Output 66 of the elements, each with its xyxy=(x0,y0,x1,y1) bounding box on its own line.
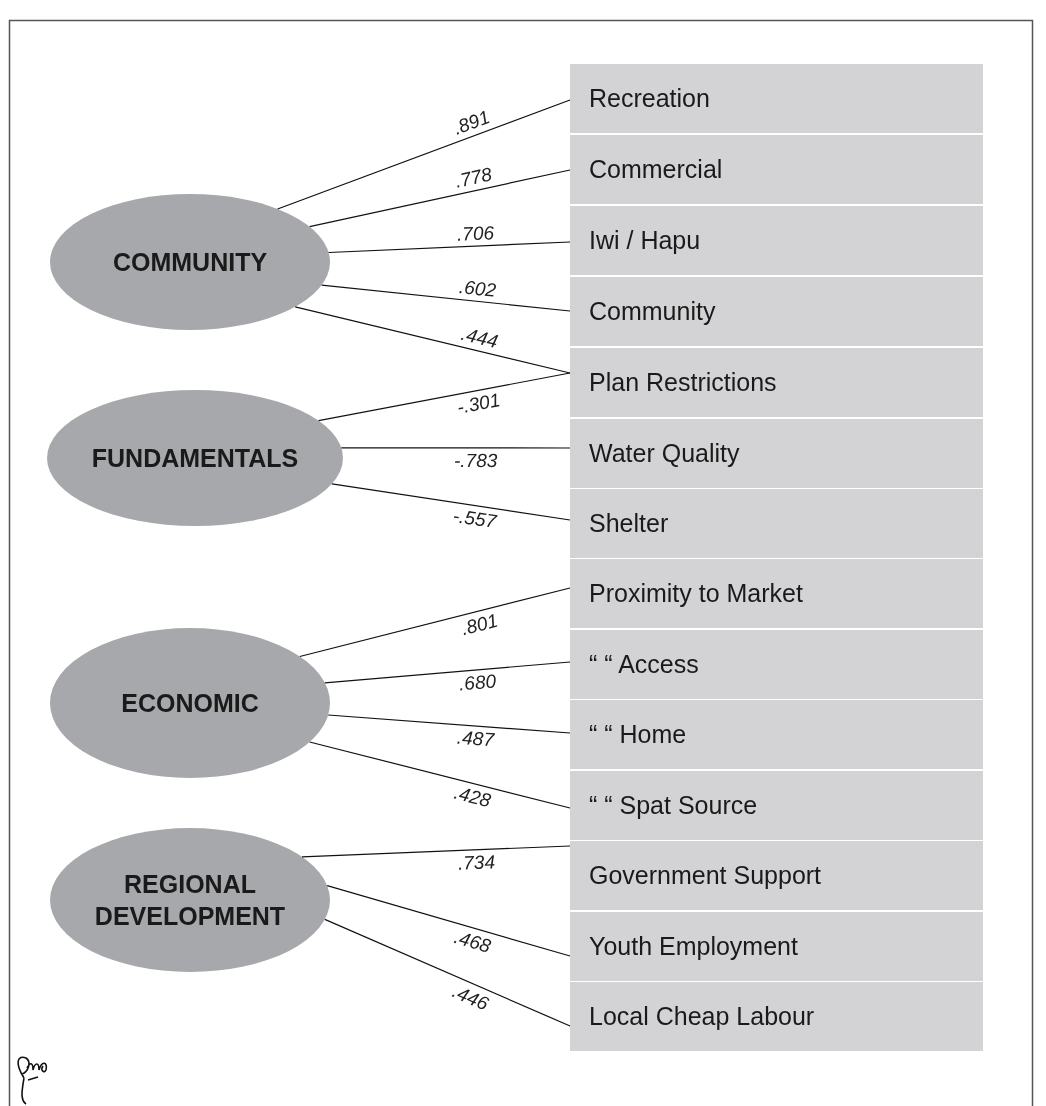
edge-label: .706 xyxy=(455,222,496,244)
edge-label: .680 xyxy=(456,671,498,695)
variable-row xyxy=(570,841,983,910)
loading-line xyxy=(294,306,571,374)
loading-line xyxy=(327,714,571,734)
variable-name: “ “ Spat Source xyxy=(589,791,758,820)
edge-label: .891 xyxy=(449,106,494,139)
factor-name: REGIONAL DEVELOPMENT xyxy=(93,868,287,932)
variable-name: Iwi / Hapu xyxy=(589,226,701,255)
variable-row xyxy=(570,982,983,1051)
loading-line xyxy=(324,661,571,684)
loading-line xyxy=(299,587,571,658)
factor-ellipse xyxy=(50,194,330,330)
edge-label: .468 xyxy=(450,926,495,957)
edge-label: -.557 xyxy=(450,505,499,532)
variable-name: Plan Restrictions xyxy=(589,368,777,397)
variable-row xyxy=(570,700,983,769)
edge-label: -.783 xyxy=(453,451,499,471)
factor-ellipse xyxy=(50,828,330,972)
variable-row xyxy=(570,64,983,133)
variable-row xyxy=(570,489,983,558)
loading-line xyxy=(277,99,571,210)
variable-name: Shelter xyxy=(589,509,669,538)
variable-name: Local Cheap Labour xyxy=(589,1002,815,1031)
loading-line xyxy=(326,885,571,957)
loading-line xyxy=(331,483,571,521)
variable-row xyxy=(570,419,983,488)
variable-row xyxy=(570,630,983,699)
loading-line xyxy=(321,284,571,312)
loading-line xyxy=(328,241,571,254)
edge-label: .734 xyxy=(456,852,497,874)
factor-name: FUNDAMENTALS xyxy=(91,442,299,474)
variable-name: Water Quality xyxy=(589,439,740,468)
factor-name: ECONOMIC xyxy=(121,687,259,719)
factor-ellipse xyxy=(50,628,330,778)
variable-row xyxy=(570,559,983,628)
edge-label: -.301 xyxy=(454,389,503,418)
variable-name: Proximity to Market xyxy=(589,579,803,608)
loading-line xyxy=(301,845,571,858)
edge-label: .602 xyxy=(456,276,498,300)
edge-label: .444 xyxy=(457,323,501,352)
edge-label: .446 xyxy=(448,980,493,1014)
variable-name: Youth Employment xyxy=(589,932,798,961)
variable-row xyxy=(570,912,983,981)
variable-name: Commercial xyxy=(589,155,723,184)
loading-line xyxy=(340,447,571,449)
factor-ellipse xyxy=(47,390,343,526)
variable-row xyxy=(570,348,983,417)
edge-label: .801 xyxy=(457,610,501,639)
loading-line xyxy=(318,372,571,422)
loading-line xyxy=(324,918,571,1027)
edge-label: .428 xyxy=(451,782,495,811)
variable-name: Recreation xyxy=(589,84,710,113)
edge-label: .487 xyxy=(454,727,496,750)
variable-row xyxy=(570,206,983,275)
edge-label: .778 xyxy=(451,164,495,192)
variable-row xyxy=(570,277,983,346)
variable-name: “ “ Access xyxy=(589,650,699,679)
variable-name: Community xyxy=(589,297,716,326)
factor-name: COMMUNITY xyxy=(112,246,268,278)
variable-name: “ “ Home xyxy=(589,720,687,749)
variable-name: Government Support xyxy=(589,861,822,890)
loading-line xyxy=(309,741,571,809)
loading-line xyxy=(309,169,571,228)
variable-row xyxy=(570,771,983,840)
variable-row xyxy=(570,135,983,204)
